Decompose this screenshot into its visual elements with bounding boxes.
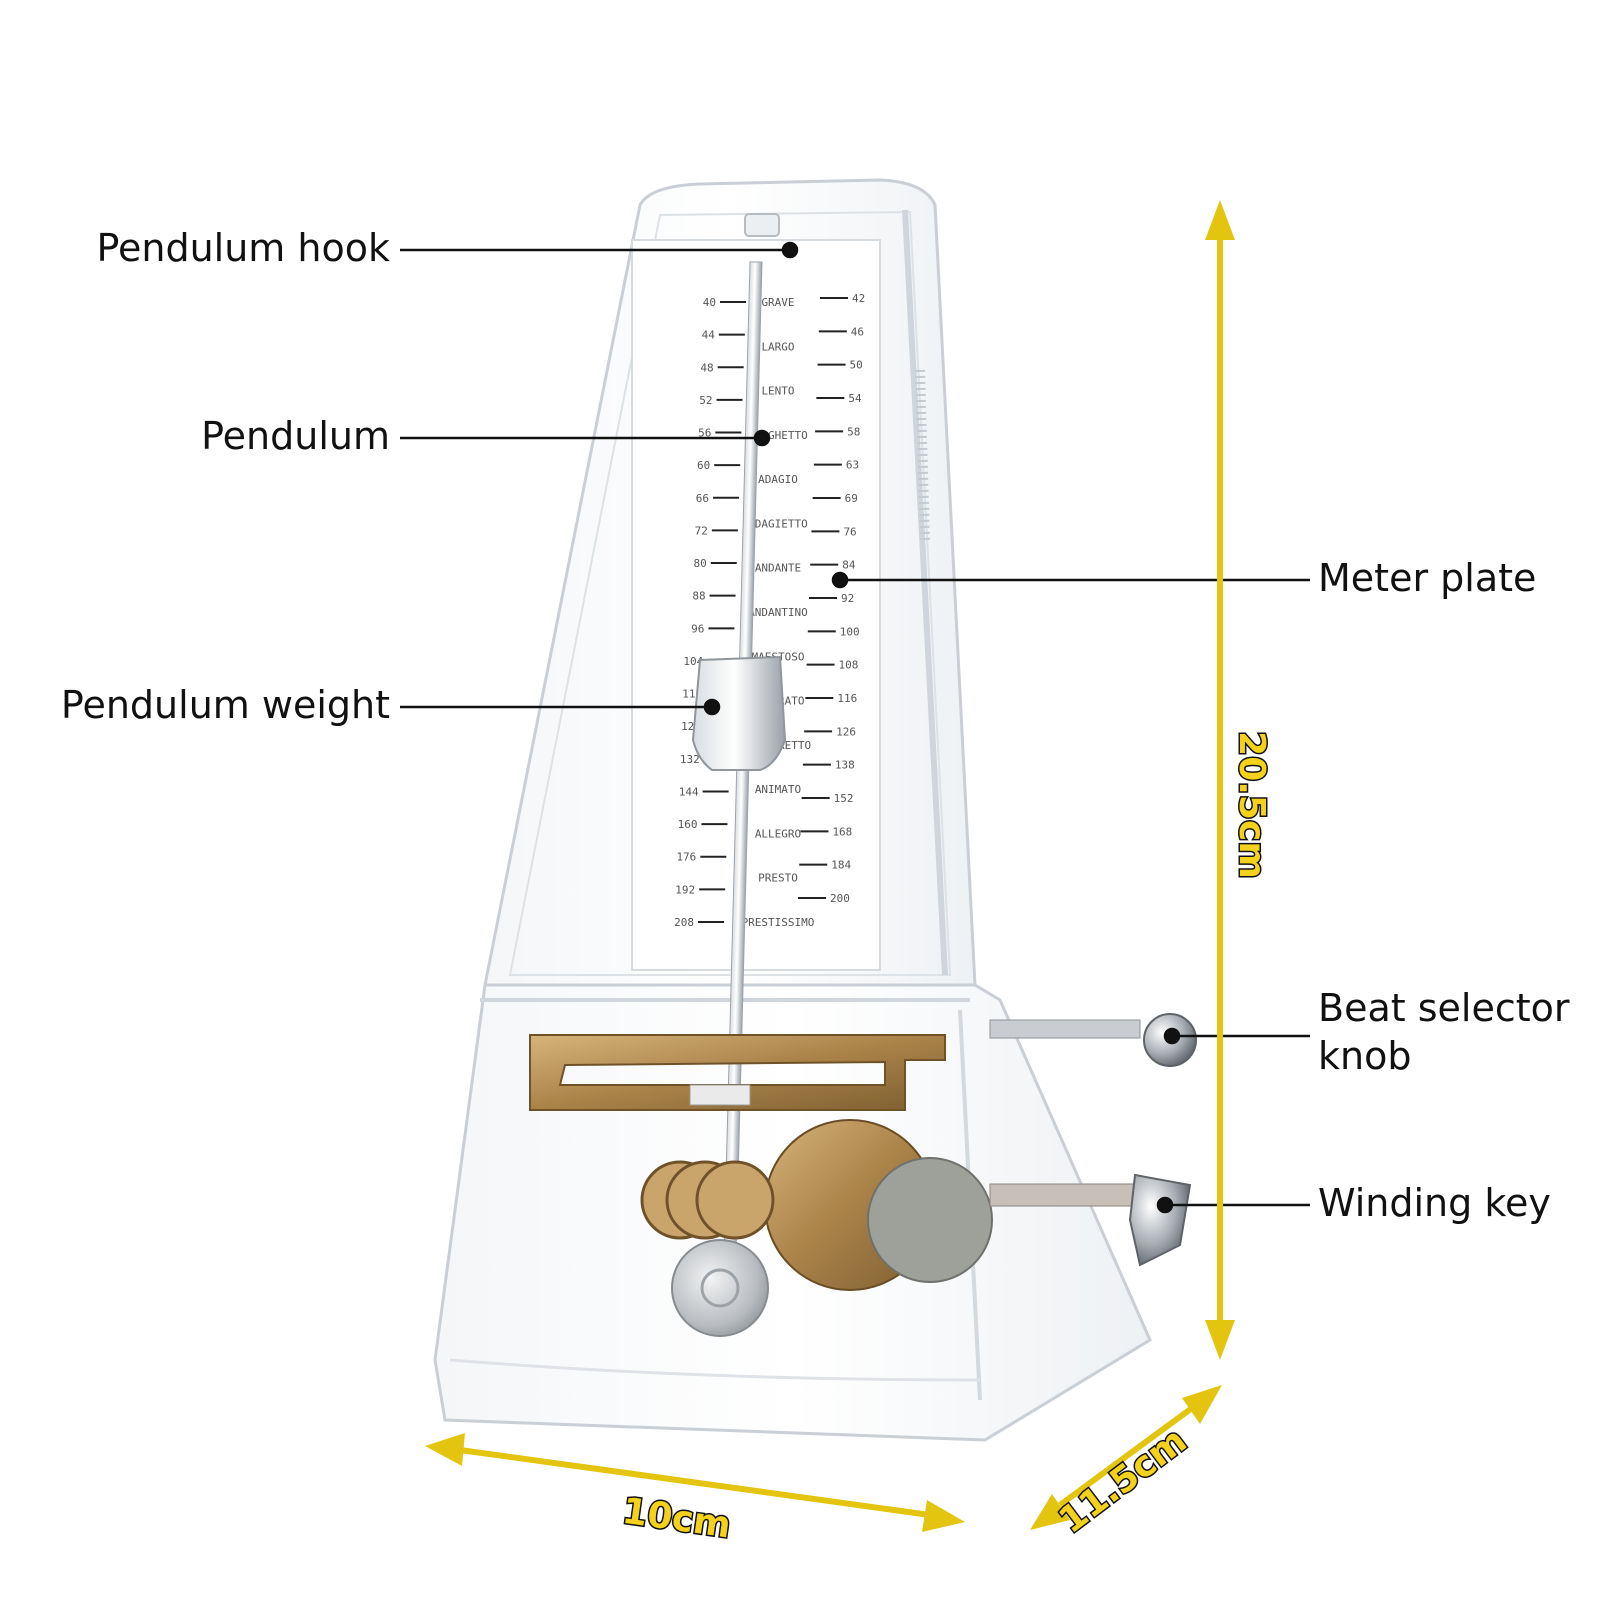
pendulum-weight-part bbox=[691, 655, 787, 771]
pendulum-bob bbox=[671, 1239, 769, 1337]
label-pendulum-hook: Pendulum hook bbox=[96, 226, 390, 270]
label-pendulum: Pendulum bbox=[201, 414, 390, 458]
meter-tick-label-right: 58 bbox=[847, 425, 860, 438]
meter-tick-label-left: 48 bbox=[700, 361, 713, 374]
pendulum-hook-part bbox=[744, 213, 780, 237]
meter-tick-label-right: 184 bbox=[831, 859, 851, 872]
meter-tick-label-left: 208 bbox=[674, 916, 694, 929]
winding-key-part bbox=[989, 1173, 1192, 1267]
meter-tick-label-left: 52 bbox=[699, 394, 712, 407]
meter-tempo-word: PRESTO bbox=[758, 872, 798, 885]
meter-tick-label-right: 63 bbox=[846, 459, 859, 472]
meter-tick-label-left: 40 bbox=[703, 296, 716, 309]
label-beat-selector-line1: Beat selector bbox=[1318, 986, 1570, 1030]
meter-scale-left: 4044485256606672808896104112120132144160… bbox=[674, 296, 746, 929]
dimension-height-label: 20.5cm bbox=[1231, 731, 1272, 879]
meter-tick-label-left: 66 bbox=[696, 492, 709, 505]
meter-tick-label-left: 56 bbox=[698, 427, 711, 440]
dimension-depth-label: 11.5cm bbox=[1052, 1420, 1195, 1542]
meter-tick-label-left: 192 bbox=[675, 883, 695, 896]
meter-tempo-word: ANDANTE bbox=[755, 562, 801, 575]
meter-tick-label-left: 88 bbox=[692, 590, 705, 603]
meter-tick-label-right: 138 bbox=[835, 759, 855, 772]
meter-tick-label-left: 80 bbox=[693, 557, 706, 570]
meter-tick-label-right: 54 bbox=[848, 392, 862, 405]
label-pendulum-weight: Pendulum weight bbox=[60, 683, 390, 727]
meter-tick-label-right: 108 bbox=[839, 659, 859, 672]
pendulum-assembly bbox=[671, 213, 787, 1337]
meter-tick-label-left: 60 bbox=[697, 459, 710, 472]
meter-tempo-word: LARGO bbox=[761, 340, 794, 353]
meter-tempo-word: ADAGIETTO bbox=[748, 517, 808, 530]
meter-tick-label-right: 168 bbox=[832, 825, 852, 838]
meter-tick-label-right: 42 bbox=[852, 292, 865, 305]
meter-tick-label-left: 44 bbox=[702, 329, 716, 342]
callout-lines bbox=[400, 241, 1310, 1214]
meter-tick-label-left: 96 bbox=[691, 622, 704, 635]
label-beat-selector-line2: knob bbox=[1318, 1033, 1412, 1078]
meter-tick-label-right: 50 bbox=[850, 359, 863, 372]
dimension-arrows bbox=[425, 200, 1235, 1532]
meter-tick-label-right: 116 bbox=[837, 692, 857, 705]
meter-tick-label-left: 160 bbox=[678, 818, 698, 831]
meter-tick-label-right: 46 bbox=[851, 325, 864, 338]
meter-tick-label-right: 200 bbox=[830, 892, 850, 905]
dimension-width-label: 10cm bbox=[620, 1491, 734, 1547]
meter-tempo-word: ALLEGRO bbox=[755, 827, 801, 840]
meter-tick-label-right: 69 bbox=[845, 492, 858, 505]
meter-tick-label-left: 176 bbox=[676, 851, 696, 864]
meter-tempo-word: LENTO bbox=[761, 385, 794, 398]
meter-tempo-word: ANDANTINO bbox=[748, 606, 808, 619]
meter-tick-label-right: 76 bbox=[843, 525, 856, 538]
clockwork-mechanism bbox=[529, 1034, 993, 1291]
meter-tick-label-right: 100 bbox=[840, 625, 860, 638]
meter-scale-right: 42 46 50 54 58 63 69 76 84 92 100 108 116 126 138 152 16… bbox=[798, 292, 865, 905]
meter-tick-label-right: 84 bbox=[842, 559, 856, 572]
meter-tick-label-left: 144 bbox=[679, 785, 699, 798]
label-winding-key: Winding key bbox=[1318, 1181, 1551, 1225]
meter-tempo-word: PRESTISSIMO bbox=[742, 916, 815, 929]
meter-tick-label-right: 92 bbox=[841, 592, 854, 605]
meter-tick-label-left: 72 bbox=[695, 524, 708, 537]
meter-tick-label-right: 152 bbox=[834, 792, 854, 805]
meter-tick-label-right: 126 bbox=[836, 725, 856, 738]
meter-tick-label-left: 104 bbox=[683, 655, 703, 668]
meter-tempo-word: ANIMATO bbox=[755, 783, 801, 796]
meter-tempo-word: GRAVE bbox=[761, 296, 794, 309]
label-beat-selector-knob: Beat selector knob bbox=[1318, 985, 1570, 1080]
label-meter-plate: Meter plate bbox=[1318, 556, 1537, 600]
meter-tick-label-left: 132 bbox=[680, 753, 700, 766]
meter-tempo-word: ADAGIO bbox=[758, 473, 798, 486]
